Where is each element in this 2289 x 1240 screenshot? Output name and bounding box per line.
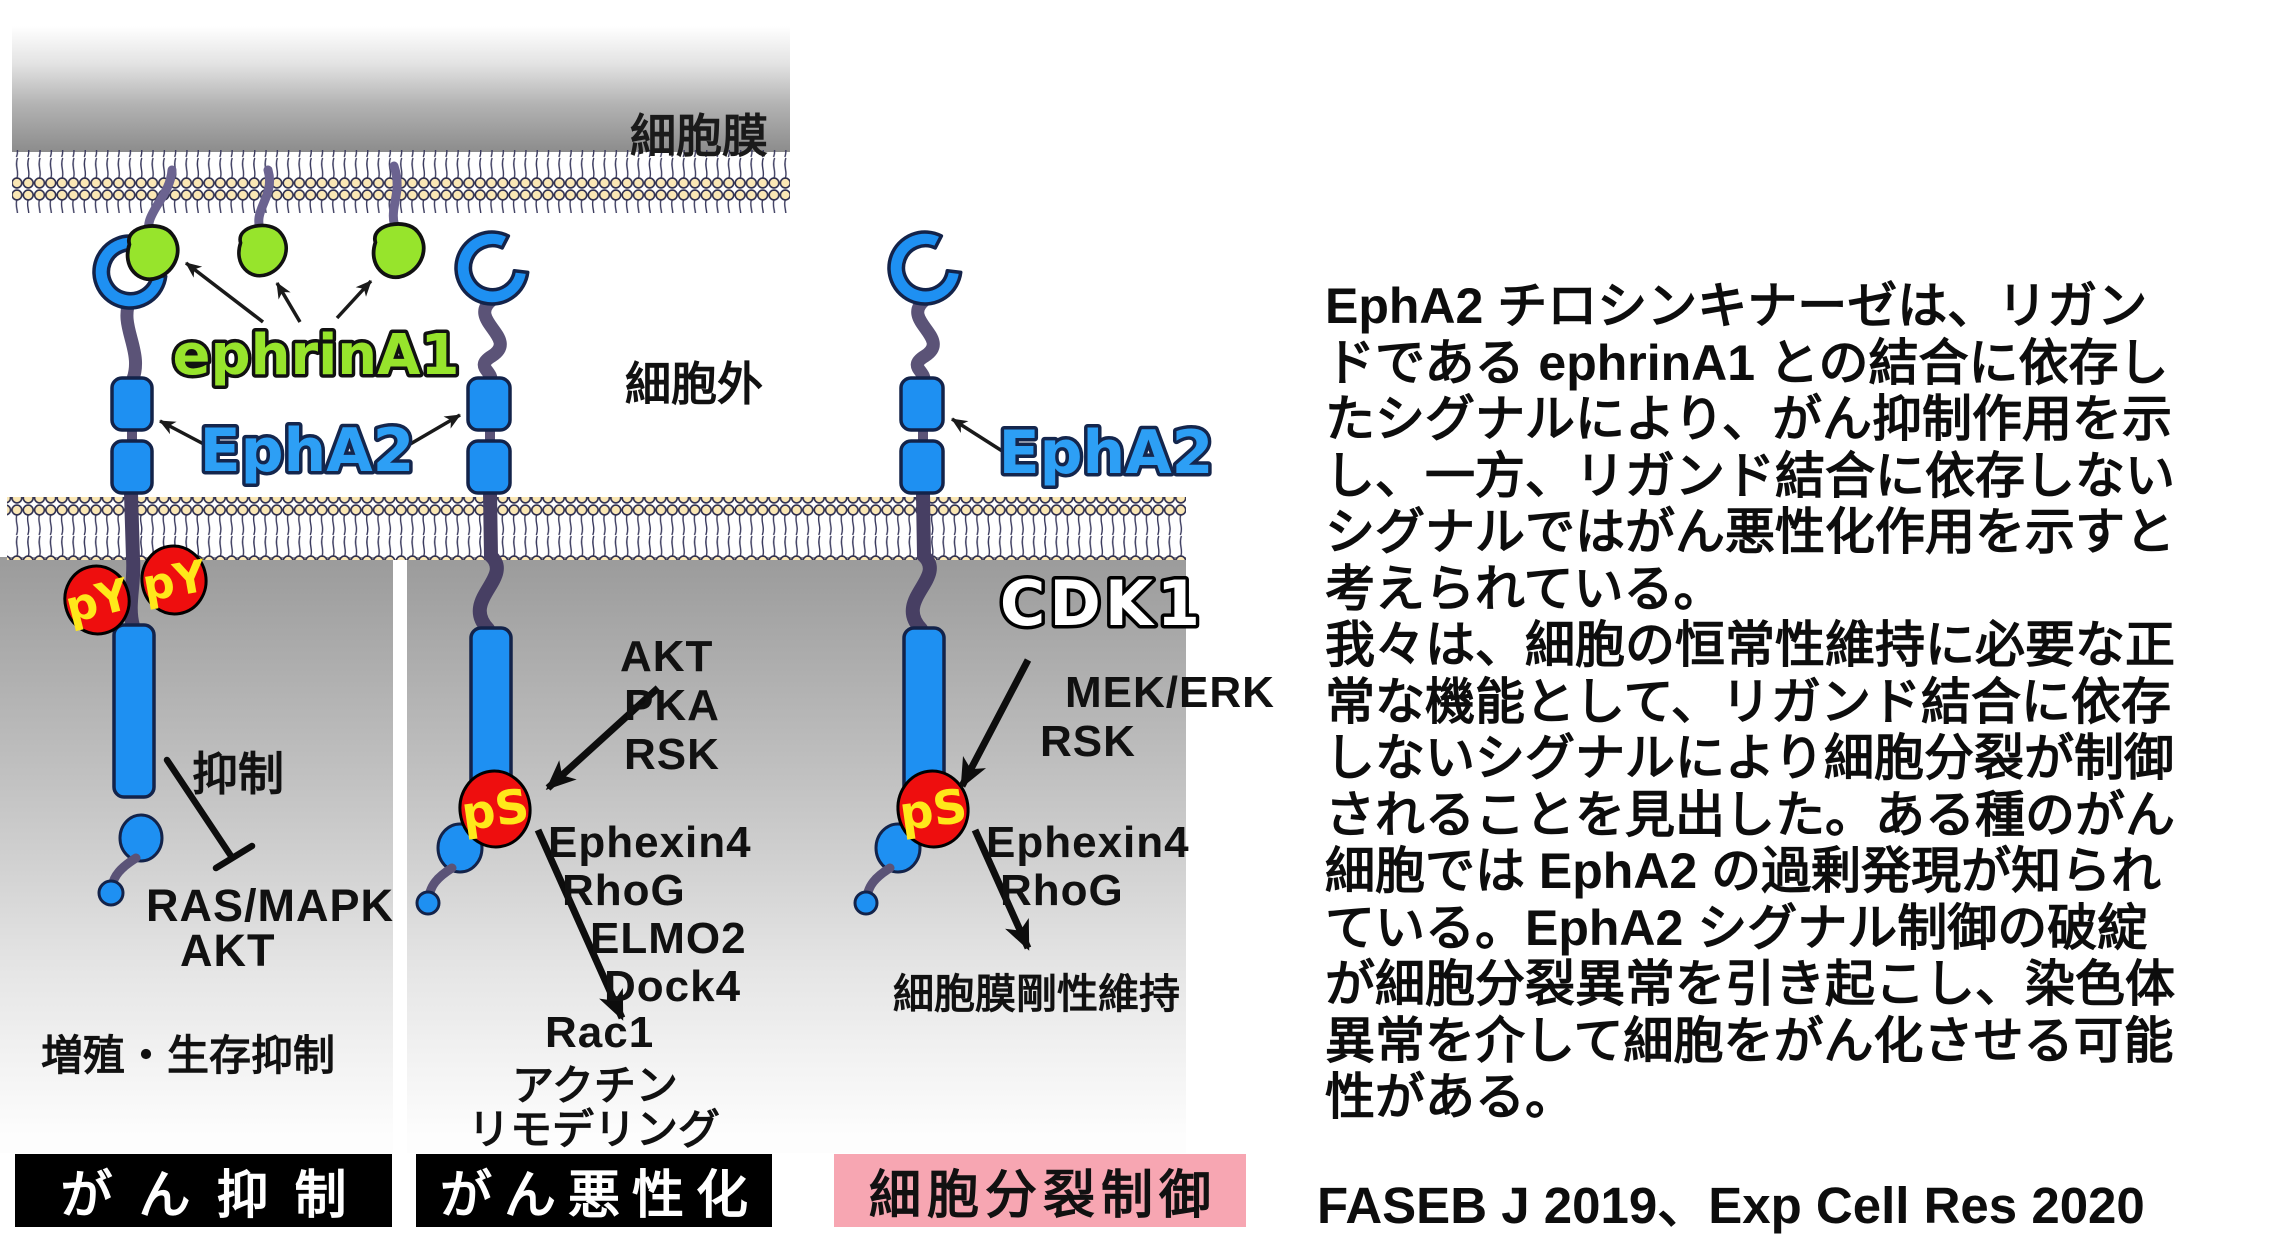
description-line: 細胞では EphA2 の過剰発現が知られ bbox=[1325, 843, 2162, 899]
actin-outcome-line2: リモデリング bbox=[468, 1106, 721, 1153]
inhibition-tbar bbox=[163, 756, 256, 872]
citation: FASEB J 2019、Exp Cell Res 2020 bbox=[1317, 1177, 2145, 1234]
ephrin-ligands bbox=[125, 222, 426, 282]
ras-mapk-label: RAS/MAPK bbox=[146, 880, 395, 931]
neighbor-cell-gradient bbox=[12, 26, 790, 152]
rhog-label-2: RhoG bbox=[1000, 866, 1124, 915]
banner-cell-division-control: 細胞分裂制御 bbox=[834, 1154, 1246, 1227]
rsk-kinase-label: RSK bbox=[624, 730, 720, 779]
description-line: EphA2 チロシンキナーゼは、リガン bbox=[1325, 278, 2148, 334]
description-line: 我々は、細胞の恒常性維持に必要な正 bbox=[1325, 617, 2175, 673]
ephexin4-label-2: Ephexin4 bbox=[986, 818, 1190, 867]
pka-kinase-label: PKA bbox=[624, 681, 720, 730]
plasma-membrane bbox=[7, 497, 1186, 560]
ps-badge-text: pS bbox=[896, 779, 970, 843]
receptor-domains bbox=[110, 376, 946, 815]
extracellular-label: 細胞外 bbox=[625, 358, 763, 410]
rhog-label: RhoG bbox=[562, 866, 686, 915]
description-line: しないシグナルにより細胞分裂が制御 bbox=[1325, 730, 2174, 786]
cytoplasm-panel-shared bbox=[407, 557, 1186, 1153]
description-line: たシグナルにより、がん抑制作用を示 bbox=[1325, 391, 2172, 447]
actin-outcome-line1: アクチン bbox=[512, 1062, 678, 1109]
description-line: 常な機能として、リガンド結合に依存 bbox=[1325, 673, 2171, 730]
epha2-label-right: EphA2 bbox=[999, 418, 1214, 488]
py-badge-text: pY bbox=[139, 551, 211, 612]
receptor-heads bbox=[79, 220, 970, 323]
ephrin-label: ephrinA1 bbox=[173, 323, 460, 388]
description-line: が細胞分裂異常を引き起こし、染色体 bbox=[1325, 956, 2175, 1012]
description-paragraph: EphA2 チロシンキナーゼは、リガン ドである ephrinA1 との結合に依… bbox=[1325, 278, 2287, 1126]
dock4-label: Dock4 bbox=[604, 962, 742, 1011]
description-line: 異常を介して細胞をがん化させる可能 bbox=[1325, 1012, 2174, 1069]
pointer-arrows bbox=[159, 261, 1011, 458]
description-line: ている。EphA2 シグナル制御の破綻 bbox=[1325, 899, 2148, 956]
akt-label: AKT bbox=[180, 925, 276, 976]
description-line: し、一方、リガンド結合に依存しない bbox=[1325, 447, 2175, 504]
phospho-serine-badges: pS pS bbox=[458, 769, 970, 849]
transmembrane-domains bbox=[123, 486, 937, 636]
rac1-label: Rac1 bbox=[545, 1008, 655, 1057]
membrane-rigidity-outcome: 細胞膜剛性維持 bbox=[893, 971, 1180, 1017]
banner-malignancy: がん悪性化 bbox=[416, 1154, 772, 1227]
growth-survival-outcome: 増殖・生存抑制 bbox=[41, 1032, 336, 1079]
description-line: ドである ephrinA1 との結合に依存し bbox=[1325, 334, 2169, 391]
banner-tumor-suppression: がん抑制 bbox=[15, 1154, 392, 1227]
description-line: 性がある。 bbox=[1325, 1069, 1575, 1125]
cytoplasm-panel-suppression bbox=[0, 557, 393, 1153]
phospho-tyrosine-badges: pY pY bbox=[60, 544, 211, 636]
ps-badge-text: pS bbox=[458, 779, 532, 843]
description-line: されることを見出した。ある種のがん bbox=[1325, 786, 2175, 843]
membrane-label: 細胞膜 bbox=[630, 110, 768, 162]
epha2-label: EphA2 bbox=[200, 416, 415, 486]
description-line: シグナルではがん悪性化作用を示すと bbox=[1325, 504, 2175, 560]
signal-arrows bbox=[534, 658, 1032, 1021]
ephexin4-label: Ephexin4 bbox=[548, 818, 752, 867]
rsk2-label: RSK bbox=[1040, 717, 1136, 766]
cdk1-label: CDK1 bbox=[1000, 567, 1204, 640]
akt-kinase-label: AKT bbox=[620, 632, 714, 681]
mek-erk-label: MEK/ERK bbox=[1065, 668, 1275, 717]
description-line: 考えられている。 bbox=[1325, 560, 1724, 617]
inhibition-label: 抑制 bbox=[192, 748, 284, 800]
elmo2-label: ELMO2 bbox=[590, 914, 747, 963]
